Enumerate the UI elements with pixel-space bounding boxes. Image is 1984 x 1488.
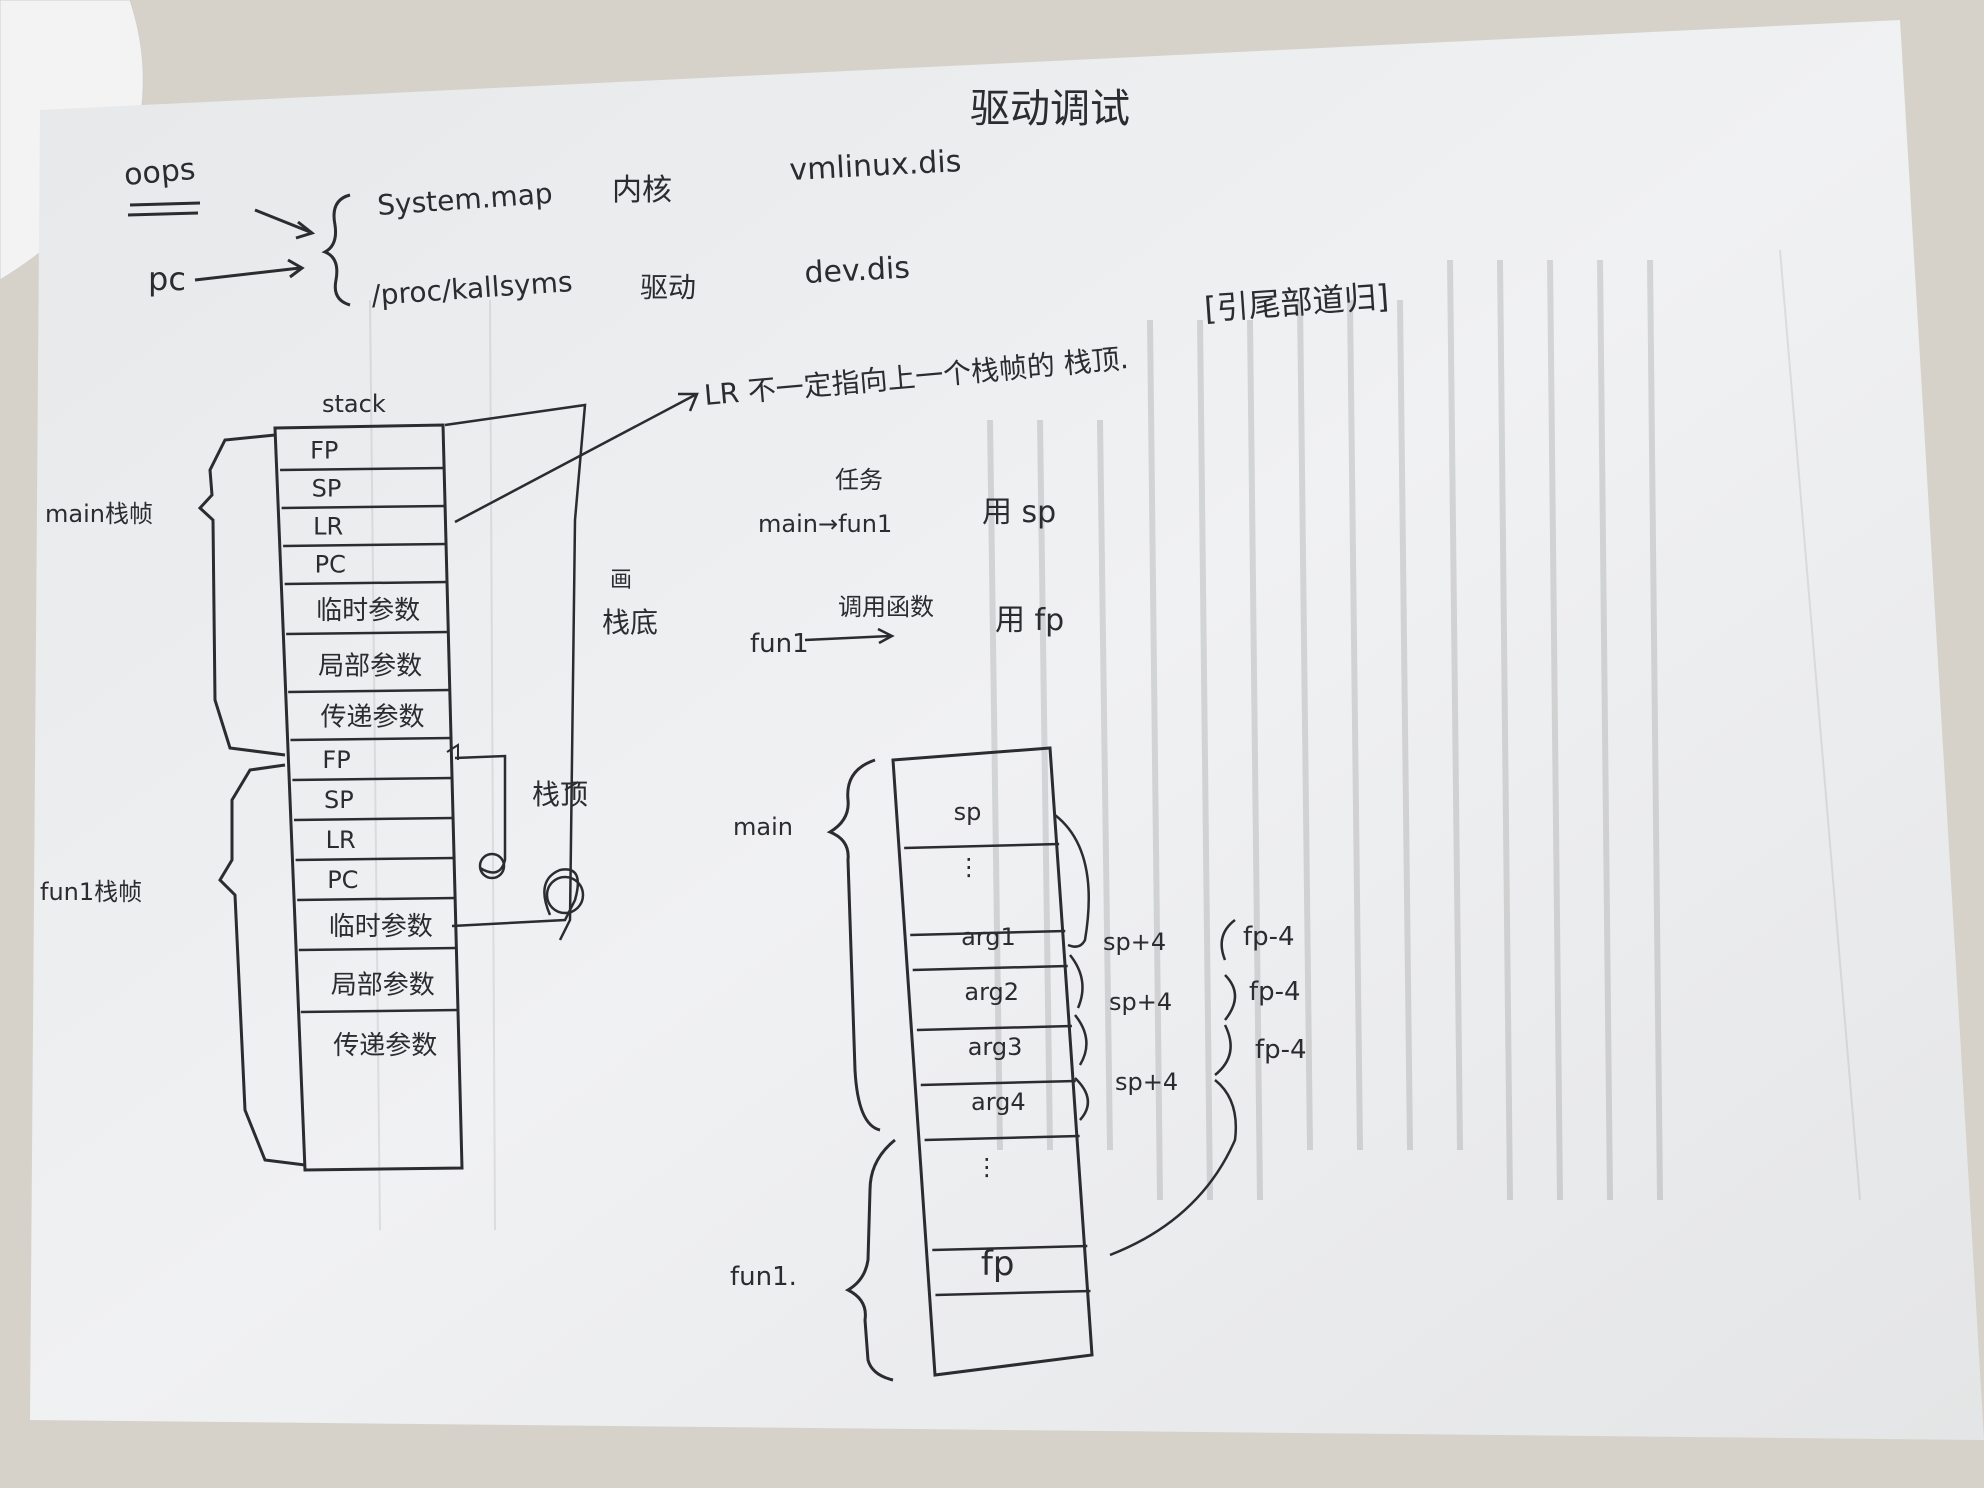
right-stack-divider [920, 1079, 1076, 1087]
left-stack-divider [290, 736, 452, 742]
page-title: 驱动调试 [970, 86, 1130, 132]
left-stack-divider [280, 466, 446, 472]
stack-top-label: 栈顶 [532, 778, 588, 811]
use-fp-label: 用 fp [995, 603, 1064, 638]
left-stack-row-2: SP [312, 475, 342, 503]
dev-dis-text: dev.dis [804, 251, 911, 291]
left-stack-row-12: 临时参数 [329, 912, 433, 942]
arrow-line [194, 266, 301, 282]
use-sp-label: 用 sp [982, 495, 1056, 530]
left-stack-divider [284, 580, 448, 586]
left-stack-divider [283, 542, 447, 548]
stack-bottom-mark: 画 [610, 568, 632, 593]
right-stack-divider [935, 1289, 1091, 1297]
right-stack-row-5: arg3 [968, 1033, 1023, 1061]
left-stack-row-7: 传递参数 [320, 703, 424, 733]
right-stack-divider [912, 964, 1068, 972]
right-stack-row-1: sp [954, 798, 982, 826]
kernel-text: 内核 [612, 173, 672, 208]
right-stack-diagram: sp ⋮ arg1 arg2 arg3 arg4 ⋮ fp main fun1. sp+4 sp… [730, 746, 1307, 1382]
right-fun1-brace [844, 1138, 896, 1382]
stack-bottom-label: 栈底 [602, 606, 658, 639]
right-main-label: main [733, 813, 793, 841]
left-stack-row-11: PC [327, 866, 358, 894]
stack-box [273, 423, 464, 1172]
left-stack-row-3: LR [313, 513, 343, 541]
show-through-text [987, 259, 1663, 1201]
fp-offset-label: fp-4 [1255, 1035, 1307, 1065]
right-stack-box [891, 746, 1094, 1377]
left-stack-row-14: 传递参数 [333, 1031, 437, 1061]
brace-icon [321, 193, 351, 307]
left-stack-divider [298, 946, 457, 952]
right-stack-row-6: arg4 [971, 1088, 1026, 1116]
left-stack-row-1: FP [310, 437, 338, 465]
pc-label: pc [148, 260, 186, 298]
fun1-frame-label: fun1栈帧 [40, 878, 142, 906]
arrow-line [254, 208, 311, 234]
right-fun1-label: fun1. [730, 1262, 797, 1292]
fp-link [454, 754, 507, 874]
left-stack-row-9: SP [324, 786, 354, 814]
sp-offset-label: sp+4 [1109, 988, 1172, 1016]
show-through-rules [369, 249, 1861, 1231]
fun1-call-label: fun1 [750, 629, 809, 659]
stack-title: stack [322, 390, 386, 418]
right-stack-divider [904, 842, 1060, 850]
pc-link [451, 868, 580, 928]
call-notes: 任务 main→fun1 用 sp 调用函数 fun1 用 fp [750, 466, 1064, 659]
left-stack-divider [281, 504, 447, 510]
right-stack-divider [932, 1244, 1088, 1252]
right-stack-divider [924, 1134, 1080, 1142]
left-stack-divider [286, 630, 449, 636]
left-stack-divider [293, 816, 454, 822]
task-label: 任务 [835, 466, 883, 494]
right-stack-divider [916, 1024, 1072, 1032]
right-stack-row-4: arg2 [964, 978, 1019, 1006]
left-stack-divider [292, 776, 453, 782]
left-stack-row-6: 局部参数 [318, 652, 422, 682]
right-stack-divider [910, 929, 1066, 937]
left-stack-divider [288, 688, 451, 694]
main-frame-brace [197, 433, 286, 757]
left-stack-diagram: stack FPSPLRPC临时参数局部参数传递参数FPSPLRPC临时参数局部… [40, 390, 658, 1172]
sp-offset-label: sp+4 [1115, 1068, 1178, 1096]
left-stack-row-10: LR [326, 826, 356, 854]
call-function-label: 调用函数 [838, 593, 934, 621]
right-stack-row-3: arg1 [961, 923, 1016, 951]
fp-offset-label: fp-4 [1249, 977, 1301, 1007]
fp-offset-label: fp-4 [1243, 922, 1295, 952]
note-arrow [454, 393, 696, 524]
left-stack-row-4: PC [315, 551, 346, 579]
fun1-frame-brace [218, 763, 306, 1167]
oops-label: oops [123, 152, 197, 193]
stack-bottom-link [444, 403, 587, 941]
main-frame-label: main栈帧 [45, 500, 153, 528]
right-stack-row-2: ⋮ [957, 853, 981, 881]
left-stack-row-5: 临时参数 [316, 596, 420, 626]
main-fun1-label: main→fun1 [758, 510, 892, 538]
left-stack-row-8: FP [322, 746, 350, 774]
right-stack-row-8: fp [981, 1244, 1015, 1284]
right-main-brace [826, 758, 881, 1132]
left-stack-divider [295, 856, 455, 862]
left-stack-divider [300, 1008, 459, 1014]
driver-text: 驱动 [640, 271, 696, 304]
paper-sheet [30, 20, 1984, 1440]
sp-offset-label: sp+4 [1103, 928, 1166, 956]
right-stack-row-7: ⋮ [975, 1153, 999, 1181]
left-stack-row-13: 局部参数 [331, 970, 435, 1000]
left-stack-divider [297, 896, 456, 902]
